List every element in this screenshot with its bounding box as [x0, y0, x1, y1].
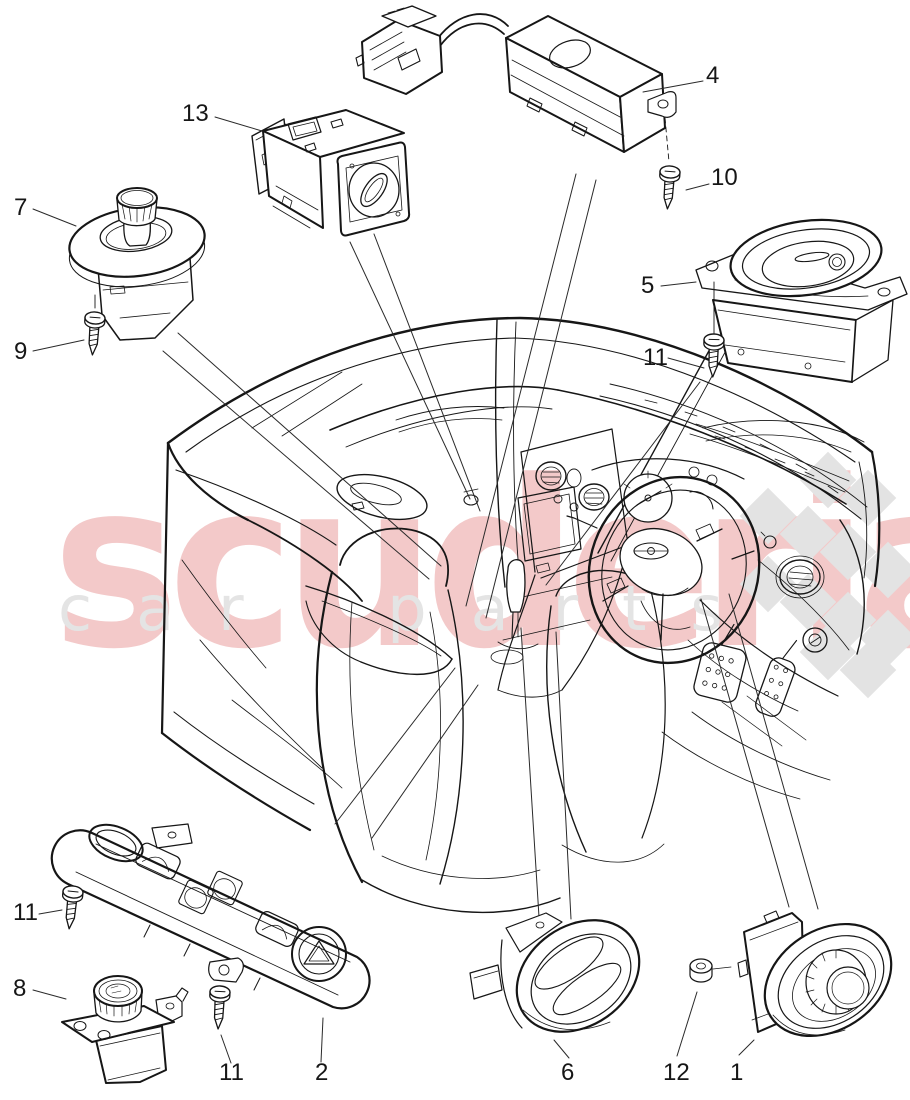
screw-9-icon — [81, 310, 107, 357]
callout-11-top-right: 11 — [643, 344, 668, 371]
callout-6: 6 — [561, 1059, 575, 1086]
callout-1: 1 — [730, 1059, 744, 1086]
callout-leader-lines — [32, 80, 755, 1064]
car-interior-sketch — [160, 316, 881, 914]
checkered-flag-icon — [739, 451, 910, 699]
callout-11-bottom: 11 — [219, 1059, 244, 1086]
part-1-rotary-switch — [737, 910, 893, 1038]
locator-lines — [162, 173, 819, 920]
screw-11b-icon — [58, 884, 85, 931]
callout-7: 7 — [14, 194, 28, 221]
part-5-bracket-switch — [695, 218, 908, 383]
callout-12: 12 — [663, 1059, 690, 1086]
part-8-start-button-switch — [61, 975, 189, 1084]
callout-5: 5 — [641, 272, 655, 299]
callout-2: 2 — [315, 1059, 329, 1086]
part-7-knob-switch — [68, 187, 206, 341]
callout-13: 13 — [182, 100, 209, 127]
wiring-connector-icon — [355, 5, 509, 95]
callout-11-left: 11 — [13, 899, 38, 926]
nut-icon — [689, 958, 732, 983]
screw-10-icon — [656, 164, 682, 211]
part-2-door-switch-panel — [50, 823, 371, 1010]
part-6-oval-rocker-switch — [469, 912, 641, 1033]
callout-10: 10 — [711, 164, 738, 191]
part-4-control-module — [505, 15, 677, 163]
screw-11c-icon — [207, 984, 232, 1031]
part-13-socket-switch — [251, 109, 411, 237]
callout-9: 9 — [14, 338, 28, 365]
callout-4: 4 — [706, 62, 720, 89]
callout-8: 8 — [13, 975, 27, 1002]
